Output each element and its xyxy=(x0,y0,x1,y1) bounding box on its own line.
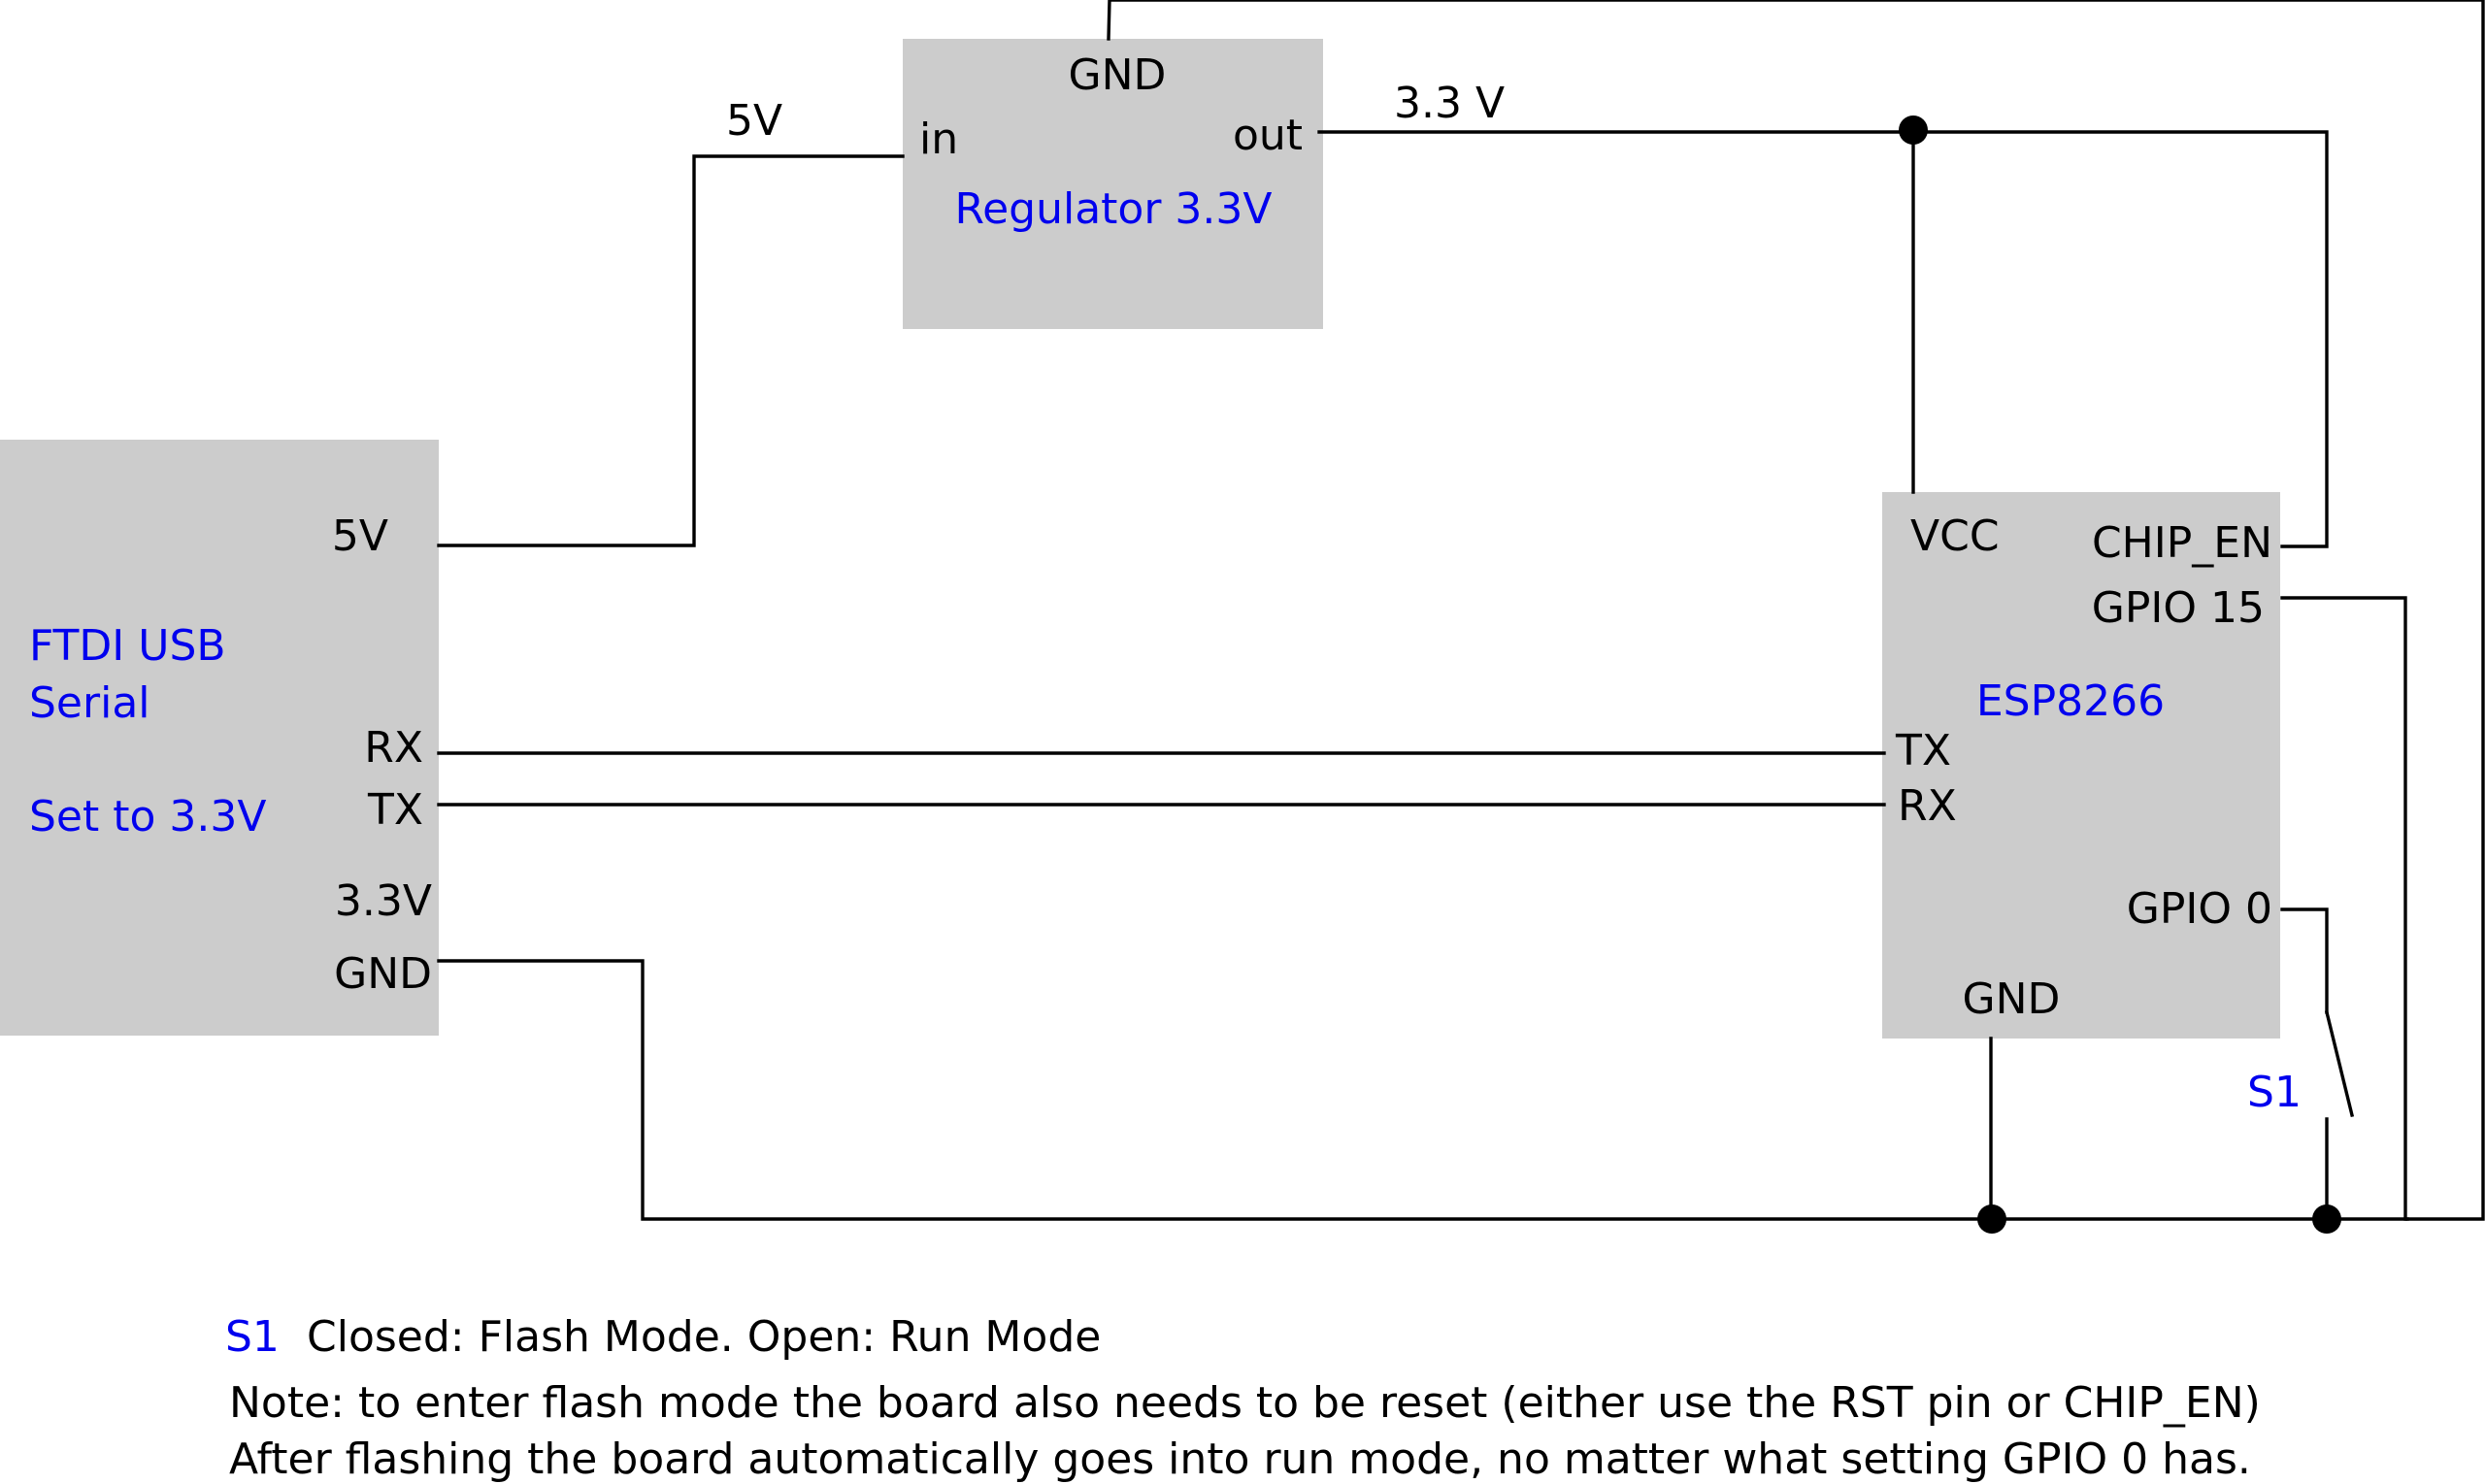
net-3v3-label: 3.3 V xyxy=(1394,79,1505,128)
ftdi-block xyxy=(0,440,439,1036)
regulator-gnd-label: GND xyxy=(1069,50,1167,100)
ftdi-gnd-label: GND xyxy=(334,949,432,999)
note-line-2: After flashing the board automatically g… xyxy=(229,1435,2251,1484)
ftdi-rx-label: RX xyxy=(364,723,423,773)
regulator-block xyxy=(903,39,1323,329)
esp8266-block xyxy=(1882,492,2280,1039)
wire-gpio15 xyxy=(2280,596,2407,1221)
ftdi-3v3-label: 3.3V xyxy=(335,876,432,926)
wire-gpio0 xyxy=(2280,907,2329,1014)
ftdi-5v-label: 5V xyxy=(332,511,388,561)
note-line-1: Note: to enter flash mode the board also… xyxy=(229,1378,2261,1428)
wire-ground-bus xyxy=(437,959,2409,1221)
wire-3v3-out xyxy=(1317,130,2329,548)
ftdi-name-line1: FTDI USB xyxy=(29,621,226,671)
esp-name: ESP8266 xyxy=(1976,676,2165,726)
wire-5v xyxy=(437,154,905,547)
regulator-in-label: in xyxy=(919,115,958,164)
junction-3v3 xyxy=(1899,115,1928,145)
esp-rx-label: RX xyxy=(1898,781,1957,831)
ftdi-setting: Set to 3.3V xyxy=(29,792,266,841)
esp-vcc-label: VCC xyxy=(1910,511,2000,561)
regulator-name: Regulator 3.3V xyxy=(955,184,1273,234)
ftdi-name-line2: Serial xyxy=(29,678,150,728)
ftdi-tx-label: TX xyxy=(367,785,423,835)
junction-gnd-switch xyxy=(2312,1204,2341,1234)
esp-gnd-label: GND xyxy=(1963,974,2061,1024)
junction-gnd-esp xyxy=(1977,1204,2006,1234)
wire-regulator-gnd xyxy=(1107,0,2485,1221)
switch-s1-lever xyxy=(2324,1009,2355,1118)
esp-gpio0-label: GPIO 0 xyxy=(2127,884,2272,934)
legend-key: S1 xyxy=(225,1312,280,1362)
regulator-out-label: out xyxy=(1233,111,1303,160)
net-5v-label: 5V xyxy=(726,96,782,146)
esp-chip-en-label: CHIP_EN xyxy=(2092,518,2272,568)
esp-gpio15-label: GPIO 15 xyxy=(2092,583,2265,633)
switch-s1-label: S1 xyxy=(2247,1068,2302,1117)
legend-text: Closed: Flash Mode. Open: Run Mode xyxy=(307,1312,1101,1362)
esp-tx-label: TX xyxy=(1895,726,1951,775)
